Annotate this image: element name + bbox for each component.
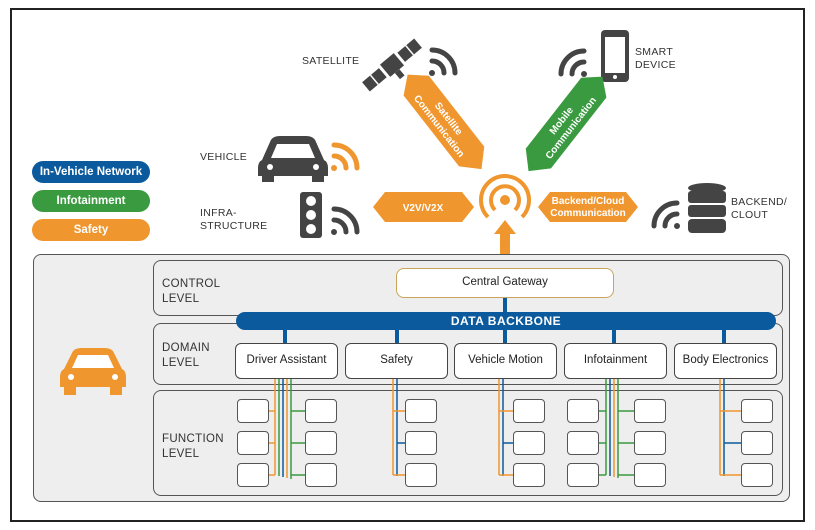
control-level-line2: LEVEL bbox=[162, 293, 200, 305]
function-box bbox=[237, 399, 269, 423]
function-box bbox=[405, 431, 437, 455]
backend-label-line1: BACKEND/ bbox=[731, 196, 788, 208]
car-icon bbox=[60, 348, 126, 395]
function-box bbox=[237, 463, 269, 487]
smart-device-signal-icon bbox=[558, 48, 587, 77]
legend-infotainment: Infotainment bbox=[32, 190, 150, 212]
function-box bbox=[513, 431, 545, 455]
function-box bbox=[567, 431, 599, 455]
control-level-label: CONTROL LEVEL bbox=[162, 277, 220, 307]
function-box bbox=[405, 463, 437, 487]
function-box bbox=[634, 399, 666, 423]
infrastructure-label-line2: STRUCTURE bbox=[200, 220, 268, 232]
function-box bbox=[237, 431, 269, 455]
smart-device-label-line2: DEVICE bbox=[635, 59, 676, 71]
smart-device-label-line1: SMART bbox=[635, 46, 674, 58]
v2v-label: V2V/V2X bbox=[403, 203, 444, 214]
function-box bbox=[305, 399, 337, 423]
infrastructure-label-line1: INFRA- bbox=[200, 207, 237, 219]
function-level-line1: FUNCTION bbox=[162, 433, 224, 445]
smart-device-label: SMART DEVICE bbox=[635, 46, 676, 72]
smartphone-icon bbox=[601, 30, 629, 82]
infrastructure-signal-icon bbox=[331, 206, 360, 235]
data-backbone-bar: DATA BACKBONE bbox=[236, 312, 776, 330]
central-gateway-box: Central Gateway bbox=[396, 268, 614, 298]
satellite-icon bbox=[362, 38, 422, 92]
satellite-label: SATELLITE bbox=[302, 55, 360, 67]
vehicle-signal-icon bbox=[331, 142, 360, 171]
domain-driver-assistant: Driver Assistant bbox=[235, 343, 338, 379]
backend-communication-arrow: Backend/Cloud Communication bbox=[538, 192, 638, 222]
backend-signal-icon bbox=[651, 200, 680, 229]
vehicle-icon bbox=[258, 136, 328, 182]
satellite-signal-icon bbox=[429, 47, 458, 76]
function-box bbox=[305, 463, 337, 487]
vehicle-label: VEHICLE bbox=[200, 151, 248, 163]
domain-level-label: DOMAIN LEVEL bbox=[162, 341, 210, 371]
infrastructure-label: INFRA- STRUCTURE bbox=[200, 207, 267, 233]
control-level-line1: CONTROL bbox=[162, 278, 221, 290]
function-level-label: FUNCTION LEVEL bbox=[162, 432, 224, 462]
domain-safety: Safety bbox=[345, 343, 448, 379]
function-level-line2: LEVEL bbox=[162, 448, 200, 460]
backend-comm-line1: Backend/Cloud bbox=[552, 196, 625, 207]
function-box bbox=[634, 463, 666, 487]
backend-comm-line2: Communication bbox=[550, 208, 626, 219]
domain-level-line2: LEVEL bbox=[162, 357, 200, 369]
database-icon bbox=[688, 183, 726, 233]
domain-vehicle-motion: Vehicle Motion bbox=[454, 343, 557, 379]
function-box bbox=[305, 431, 337, 455]
function-box bbox=[405, 399, 437, 423]
backend-label: BACKEND/ CLOUT bbox=[731, 196, 787, 222]
domain-infotainment: Infotainment bbox=[564, 343, 667, 379]
domain-level-line1: DOMAIN bbox=[162, 342, 210, 354]
function-box bbox=[741, 463, 773, 487]
legend-safety: Safety bbox=[32, 219, 150, 241]
function-box bbox=[567, 399, 599, 423]
function-box bbox=[741, 431, 773, 455]
v2v-arrow: V2V/V2X bbox=[373, 192, 474, 222]
traffic-light-icon bbox=[300, 192, 322, 238]
uplink-arrow bbox=[494, 220, 516, 260]
function-box bbox=[741, 399, 773, 423]
domain-body-electronics: Body Electronics bbox=[674, 343, 777, 379]
function-box bbox=[513, 399, 545, 423]
central-antenna-icon bbox=[479, 174, 531, 219]
legend-in-vehicle-network: In-Vehicle Network bbox=[32, 161, 150, 183]
function-box bbox=[567, 463, 599, 487]
function-box bbox=[513, 463, 545, 487]
backend-label-line2: CLOUT bbox=[731, 209, 769, 221]
communication-graphic: Satellite Communication Mobile Communica… bbox=[258, 30, 726, 260]
function-box bbox=[634, 431, 666, 455]
